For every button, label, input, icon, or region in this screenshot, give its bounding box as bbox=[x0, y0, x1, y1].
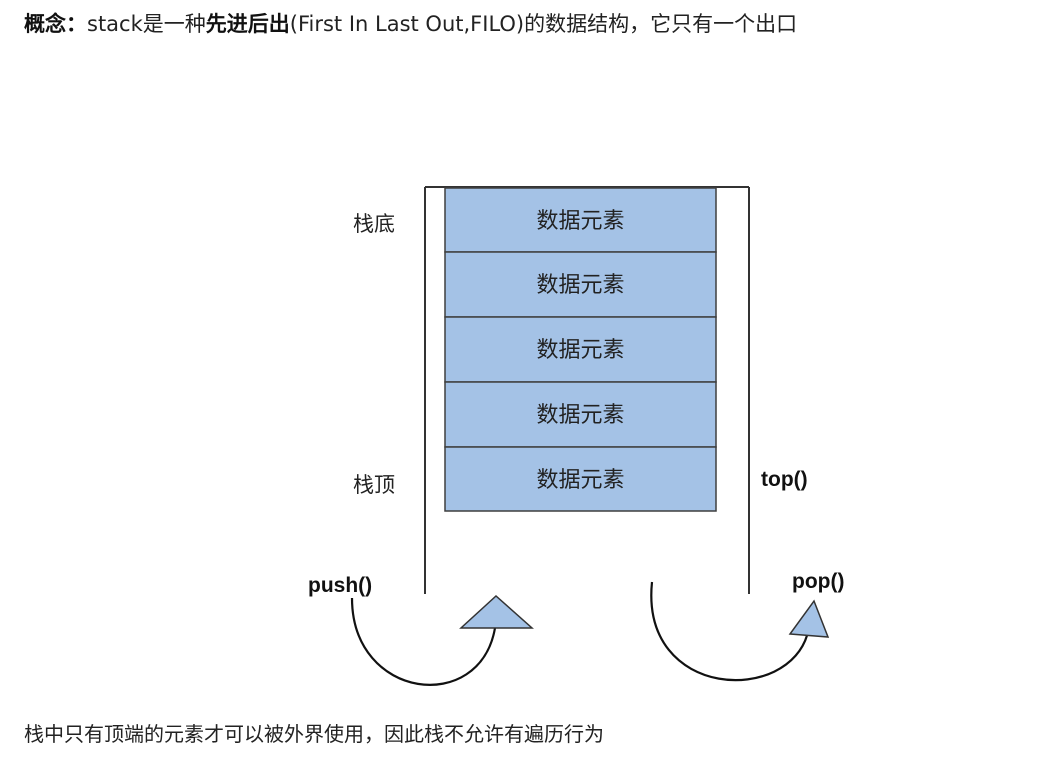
stack-cell-label: 数据元素 bbox=[536, 338, 624, 363]
stack-cell: 数据元素 bbox=[444, 316, 717, 383]
push-arrowhead-icon bbox=[459, 594, 534, 629]
push-arrow-curve bbox=[350, 597, 497, 686]
pop-arrowhead-icon bbox=[788, 599, 830, 638]
stack-cell-box bbox=[444, 187, 717, 253]
stack-cell: 数据元素 bbox=[444, 187, 717, 253]
stack-cell-box bbox=[444, 251, 717, 318]
stack-cell: 数据元素 bbox=[444, 251, 717, 318]
footer-note: 栈中只有顶端的元素才可以被外界使用，因此栈不允许有遍历行为 bbox=[24, 722, 604, 746]
stack-cell-box bbox=[444, 381, 717, 448]
top-operation-label: top() bbox=[761, 468, 808, 491]
stack-cell-box bbox=[444, 446, 717, 512]
pop-operation-label: pop() bbox=[792, 570, 844, 593]
concept-label: 概念： bbox=[24, 12, 87, 36]
concept-text-after: (First In Last Out,FILO)的数据结构，它只有一个出口 bbox=[289, 12, 798, 36]
stack-cell: 数据元素 bbox=[444, 446, 717, 512]
stack-cell-label: 数据元素 bbox=[536, 209, 624, 234]
stack-bottom-label: 栈底 bbox=[353, 212, 395, 236]
stack-cell-label: 数据元素 bbox=[536, 468, 624, 493]
push-operation-label: push() bbox=[308, 574, 372, 597]
stack-cell-label: 数据元素 bbox=[536, 403, 624, 428]
concept-emphasis: 先进后出 bbox=[205, 12, 290, 36]
pop-arrow-curve bbox=[650, 581, 810, 682]
stack-cell-box bbox=[444, 316, 717, 383]
stack-cell-label: 数据元素 bbox=[536, 273, 624, 298]
concept-text-before: stack是一种 bbox=[87, 12, 206, 36]
concept-statement: 概念：stack是一种先进后出(First In Last Out,FILO)的… bbox=[24, 8, 797, 40]
stack-top-label: 栈顶 bbox=[353, 473, 395, 497]
stack-cell: 数据元素 bbox=[444, 381, 717, 448]
